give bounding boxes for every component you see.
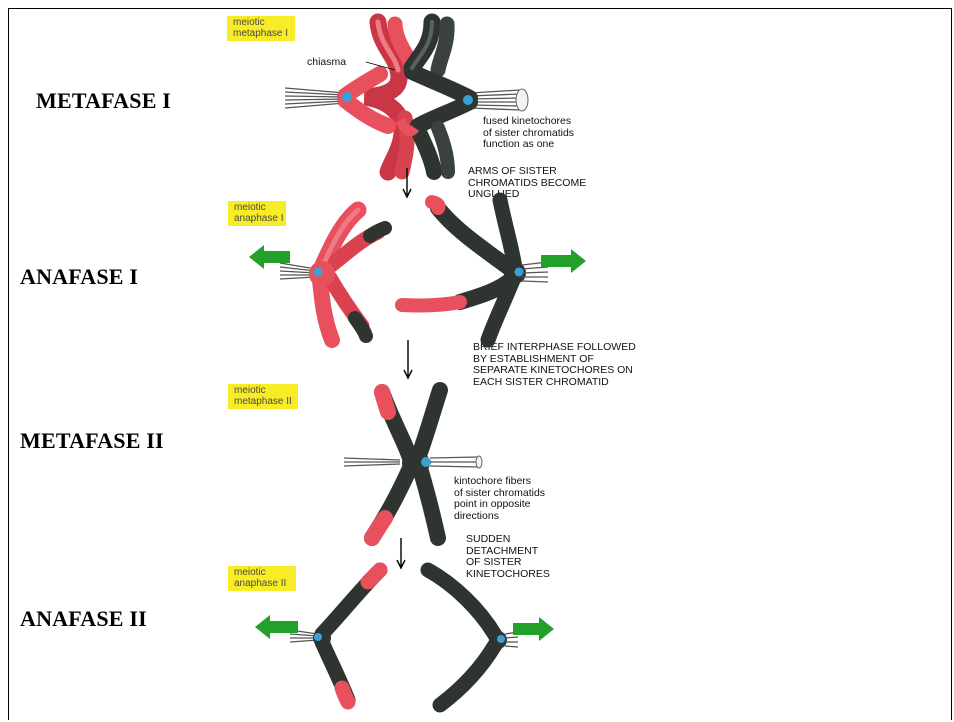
spindle-fibers-left	[284, 87, 346, 109]
stage-label-anaphase-1: ANAFASE I	[20, 264, 139, 289]
green-arrow-left-2	[255, 615, 298, 639]
red-homolog	[337, 13, 420, 181]
anaphase-1-chromosomes	[279, 192, 549, 348]
down-arrow-2	[403, 340, 413, 380]
label-fused-kinetochores: fused kinetochores of sister chromatids …	[483, 115, 575, 150]
kinetochore-red	[342, 92, 352, 102]
down-arrow-3	[396, 538, 406, 570]
stage-label-metaphase-2: METAFASE II	[20, 428, 164, 453]
green-arrow-right-1	[541, 249, 586, 273]
tag-meiotic-metaphase-2: meiotic metaphase II	[228, 384, 298, 409]
green-arrow-left-1	[249, 245, 290, 269]
spindle-fibers-right	[521, 261, 549, 283]
metaphase-1-chromosomes	[284, 13, 529, 181]
stage-label-anaphase-2: ANAFASE II	[20, 606, 147, 631]
label-chiasma: chiasma	[307, 56, 347, 68]
spindle-fibers-left	[343, 457, 401, 467]
tag-meiotic-anaphase-1: meiotic anaphase I	[228, 201, 286, 226]
stage-label-metaphase-1: METAFASE I	[36, 88, 172, 113]
black-homolog	[403, 13, 478, 180]
kinetochore-black	[463, 95, 473, 105]
chiasma-pointer	[365, 61, 396, 71]
label-kinetochore-fibers: kintochore fibers of sister chromatids p…	[454, 475, 546, 522]
diagram-frame	[8, 8, 952, 720]
down-arrow-1	[402, 168, 412, 199]
label-sudden-detachment: SUDDEN DETACHMENT OF SISTER KINETOCHORES	[466, 533, 550, 580]
tag-meiotic-anaphase-2: meiotic anaphase II	[228, 566, 296, 591]
spindle-fibers-right	[429, 456, 479, 468]
anaphase-2-chromosomes	[289, 562, 519, 713]
label-arms-unglued: ARMS OF SISTER CHROMATIDS BECOME UNGLUED	[468, 165, 587, 200]
tag-meiotic-metaphase-1: meiotic metaphase I	[227, 16, 295, 41]
green-arrow-right-2	[513, 617, 554, 641]
metaphase-2-chromosome	[343, 382, 483, 546]
spindle-fibers-right	[469, 89, 521, 111]
